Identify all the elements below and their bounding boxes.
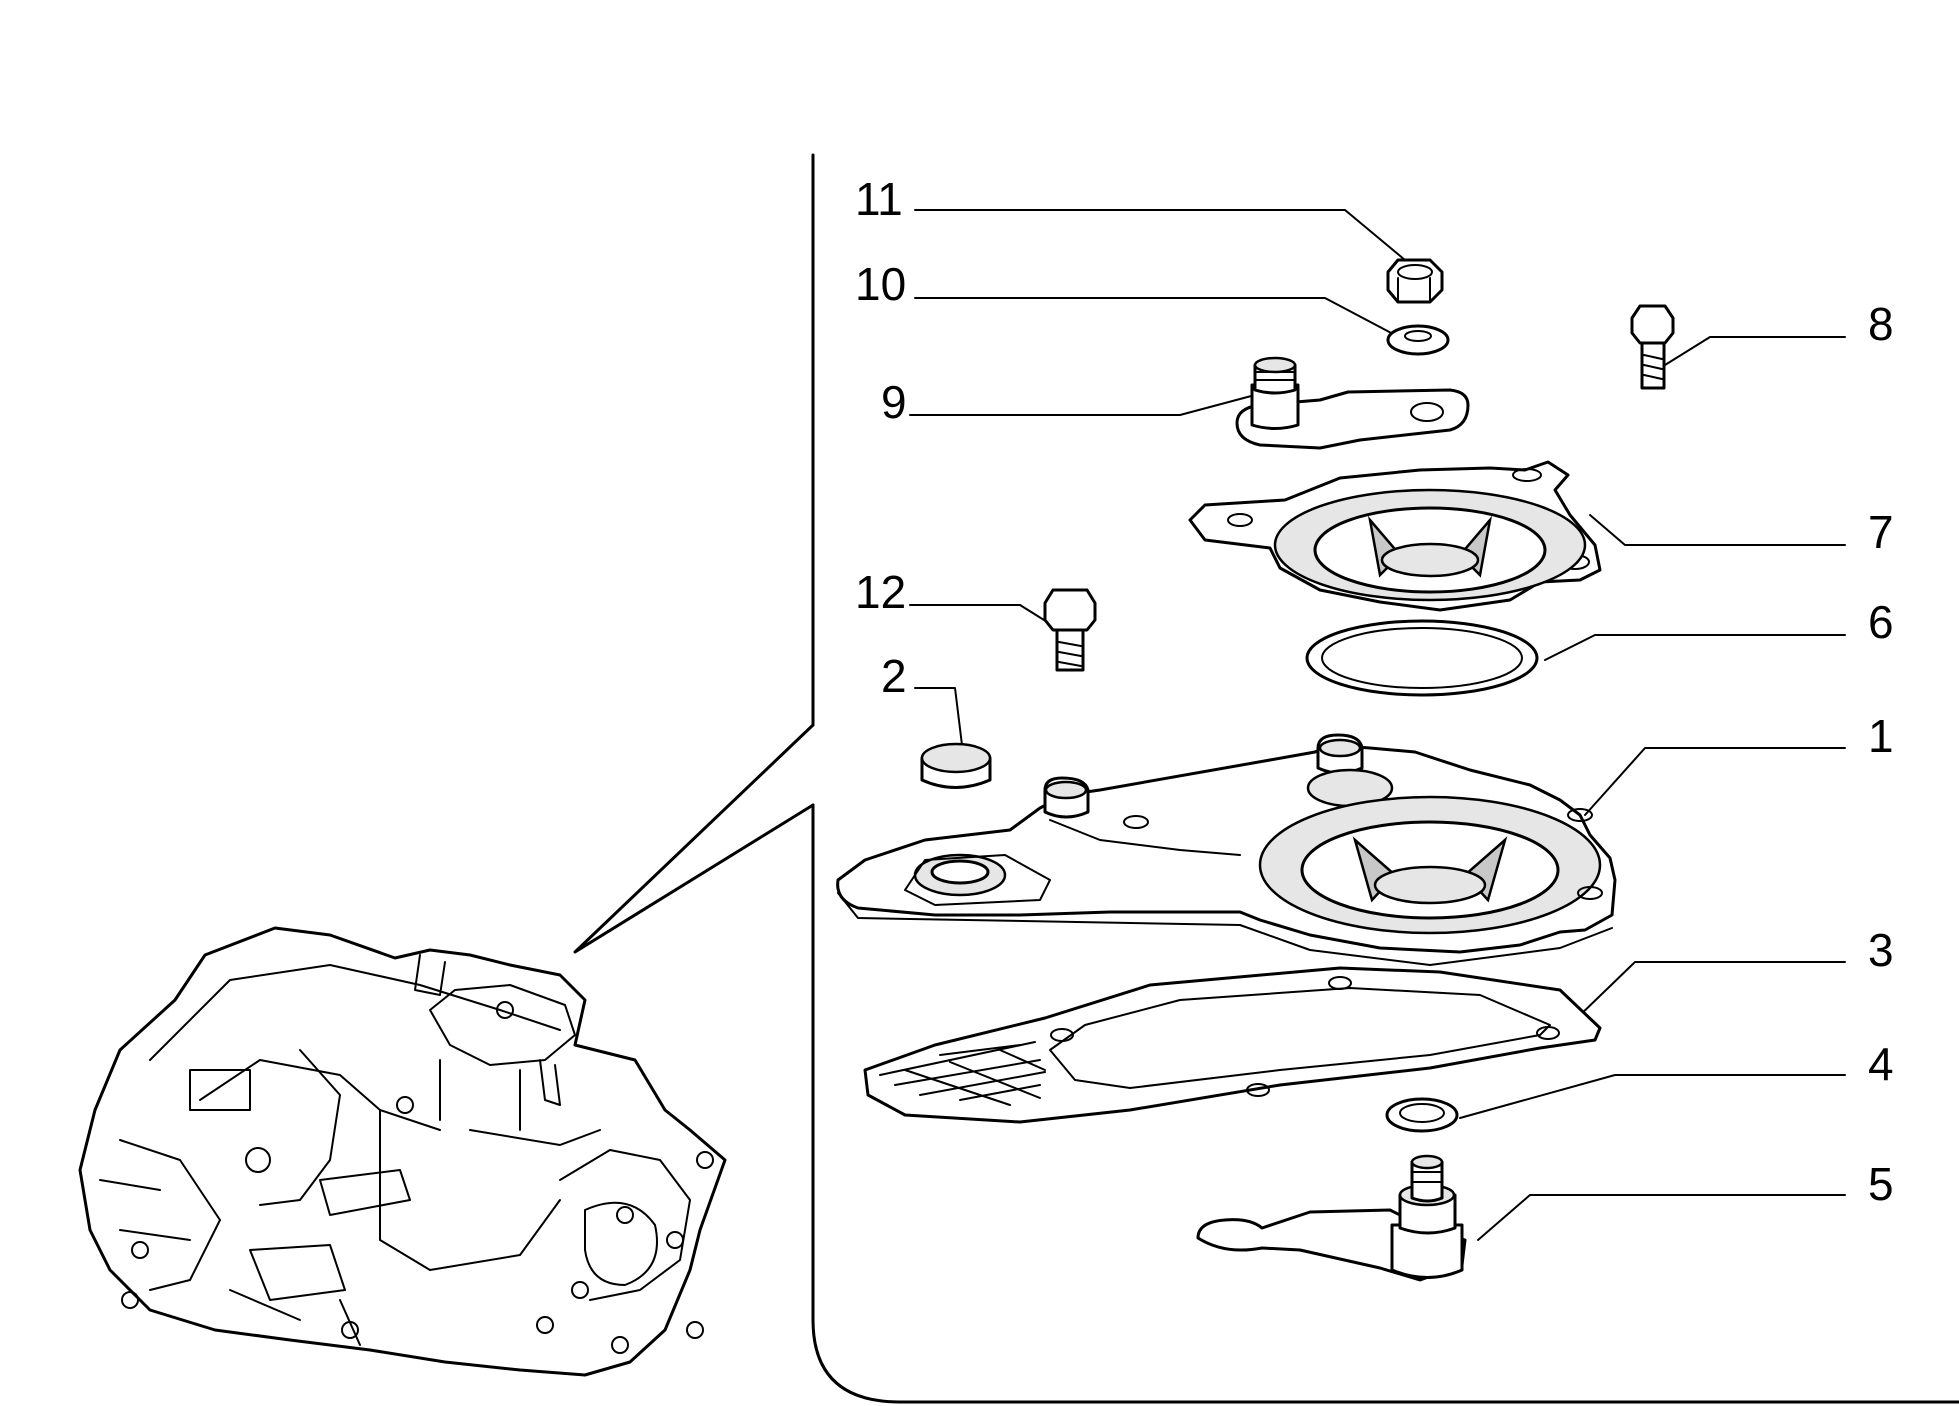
leader-1 <box>1584 747 1846 816</box>
callout-9: 9 <box>881 376 907 428</box>
callout-5: 5 <box>1868 1158 1894 1210</box>
leader-9 <box>909 394 1256 416</box>
part-7-cover <box>1188 460 1602 612</box>
callout-7: 7 <box>1868 506 1894 558</box>
part-5-lever <box>1196 1154 1467 1282</box>
leader-6 <box>1544 634 1846 661</box>
leader-4 <box>1459 1074 1846 1119</box>
leader-10 <box>914 297 1396 336</box>
callout-2: 2 <box>881 650 907 702</box>
zoom-pointer <box>573 723 815 954</box>
callout-11: 11 <box>855 173 903 225</box>
part-4-oring <box>1385 1097 1459 1133</box>
callout-12: 12 <box>855 566 906 618</box>
leader-11 <box>914 209 1406 261</box>
callout-10: 10 <box>855 258 906 310</box>
leader-12 <box>909 604 1061 631</box>
part-8-bolt <box>1630 304 1675 390</box>
leader-8 <box>1664 336 1846 366</box>
leader-3 <box>1574 961 1846 1021</box>
callout-4: 4 <box>1868 1038 1894 1090</box>
leader-lines <box>909 209 1846 1241</box>
callout-3: 3 <box>1868 924 1894 976</box>
part-1-housing <box>836 733 1617 966</box>
callout-6: 6 <box>1868 596 1894 648</box>
part-2-plug <box>920 742 992 789</box>
part-12-bolt <box>1043 588 1097 672</box>
part-6-seal <box>1305 619 1539 697</box>
gearbox-assembly-illustration <box>78 926 727 1377</box>
callout-1: 1 <box>1868 710 1894 762</box>
callout-8: 8 <box>1868 298 1894 350</box>
leader-5 <box>1477 1194 1846 1241</box>
part-3-gasket <box>863 966 1602 1124</box>
part-10-washer <box>1386 324 1450 356</box>
leader-7 <box>1589 514 1846 546</box>
leader-2 <box>914 687 963 746</box>
detail-frame <box>811 153 1959 1404</box>
part-9-bracket <box>1235 356 1470 450</box>
part-11-nut <box>1386 258 1444 304</box>
